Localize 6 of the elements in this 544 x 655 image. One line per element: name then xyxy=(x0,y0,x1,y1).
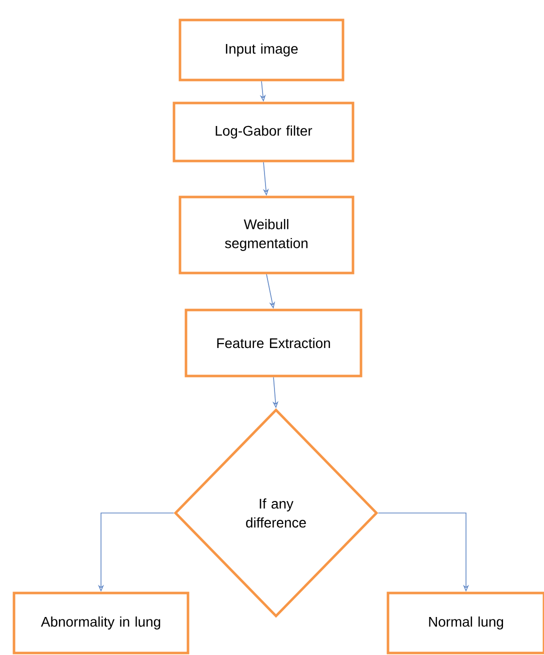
process-box: Feature Extraction xyxy=(184,308,362,378)
process-box: Weibull segmentation xyxy=(178,196,354,274)
process-box: Abnormality in lung xyxy=(12,592,190,654)
process-box: Normal lung xyxy=(386,592,544,654)
process-box: Input image xyxy=(178,18,344,82)
process-box: Log-Gabor filter xyxy=(172,102,354,162)
